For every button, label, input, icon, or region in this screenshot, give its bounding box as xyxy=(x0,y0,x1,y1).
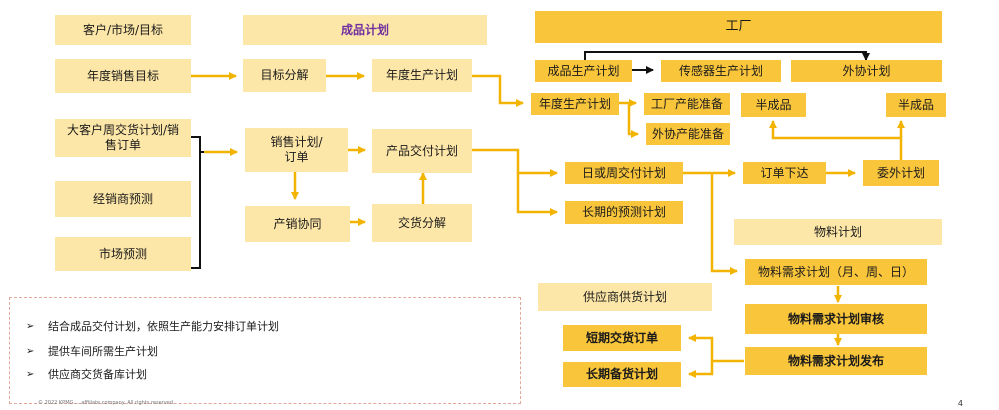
arrow-to-outsourcing-capacity xyxy=(627,103,639,138)
box-semi-finished-right: 半成品 xyxy=(886,93,946,117)
box-sensor-production-plan: 传感器生产计划 xyxy=(661,60,781,82)
box-long-term-stock: 长期备货计划 xyxy=(563,362,681,387)
box-daily-weekly-delivery: 日或周交付计划 xyxy=(565,162,683,184)
box-key-account-weekly: 大客户周交货计划/销售订单 xyxy=(55,119,191,157)
bullet-icon: ➢ xyxy=(26,368,35,380)
box-outsourcing-plan: 外协计划 xyxy=(791,60,942,82)
arrow-release-to-short-term xyxy=(688,334,744,363)
header-material-plan: 物料计划 xyxy=(734,219,942,245)
box-finished-production-plan: 成品生产计划 xyxy=(535,60,632,82)
box-target-breakdown: 目标分解 xyxy=(243,59,326,92)
box-factory-annual-plan: 年度生产计划 xyxy=(531,93,619,115)
box-sales-plan-order: 销售计划/订单 xyxy=(245,128,348,172)
header-customer-market: 客户/市场/目标 xyxy=(55,15,191,45)
copyright-footer: © 2022 KPMG ... affiliate company. All r… xyxy=(38,400,175,406)
box-long-term-forecast: 长期的预测计划 xyxy=(565,201,683,224)
box-sop: 产销协同 xyxy=(245,206,350,242)
arrow-outsourced-to-semi xyxy=(769,120,903,160)
box-product-delivery-plan: 产品交付计划 xyxy=(372,129,472,173)
bullet-icon: ➢ xyxy=(26,345,35,357)
note-text: 结合成品交付计划，依照生产能力安排订单计划 xyxy=(48,320,279,333)
note-item: ➢ 结合成品交付计划，依照生产能力安排订单计划 xyxy=(26,318,279,334)
header-supplier-plan: 供应商供货计划 xyxy=(538,283,712,311)
notes-panel: ➢ 结合成品交付计划，依照生产能力安排订单计划 ➢ 提供车间所需生产计划 ➢ 供… xyxy=(9,297,521,404)
arrow-daily-to-mrp xyxy=(710,173,738,275)
box-mrp-review: 物料需求计划审核 xyxy=(745,304,927,334)
arrow-to-long-term-forecast xyxy=(516,173,558,216)
header-finished-plan: 成品计划 xyxy=(243,15,487,45)
bullet-icon: ➢ xyxy=(26,320,35,332)
box-short-term-order: 短期交货订单 xyxy=(563,325,681,351)
arrow-annual-plan-to-factory xyxy=(472,74,524,107)
note-text: 提供车间所需生产计划 xyxy=(48,345,158,358)
box-order-release: 订单下达 xyxy=(743,162,826,184)
note-text: 供应商交货备库计划 xyxy=(48,368,147,381)
arrow-release-to-long-term xyxy=(688,361,714,378)
note-item: ➢ 提供车间所需生产计划 xyxy=(26,343,158,359)
box-semi-finished-left: 半成品 xyxy=(741,93,806,117)
page-number: 4 xyxy=(957,399,963,408)
header-factory: 工厂 xyxy=(535,11,942,43)
box-outsourcing-capacity-prep: 外协产能准备 xyxy=(646,123,730,145)
box-factory-capacity-prep: 工厂产能准备 xyxy=(644,93,730,115)
box-delivery-breakdown: 交货分解 xyxy=(372,204,472,242)
arrow-to-daily-weekly xyxy=(472,148,558,177)
box-annual-production-plan: 年度生产计划 xyxy=(372,59,472,92)
factory-top-connector xyxy=(584,51,870,61)
note-item: ➢ 供应商交货备库计划 xyxy=(26,366,147,382)
box-mrp-release: 物料需求计划发布 xyxy=(745,347,927,375)
box-market-forecast: 市场预测 xyxy=(55,237,191,271)
box-mrp: 物料需求计划（月、周、日） xyxy=(745,259,927,285)
input-bracket xyxy=(190,136,204,269)
box-distributor-forecast: 经销商预测 xyxy=(55,181,191,217)
box-outsourced-plan: 委外计划 xyxy=(863,160,939,186)
box-annual-sales-target: 年度销售目标 xyxy=(55,59,191,93)
